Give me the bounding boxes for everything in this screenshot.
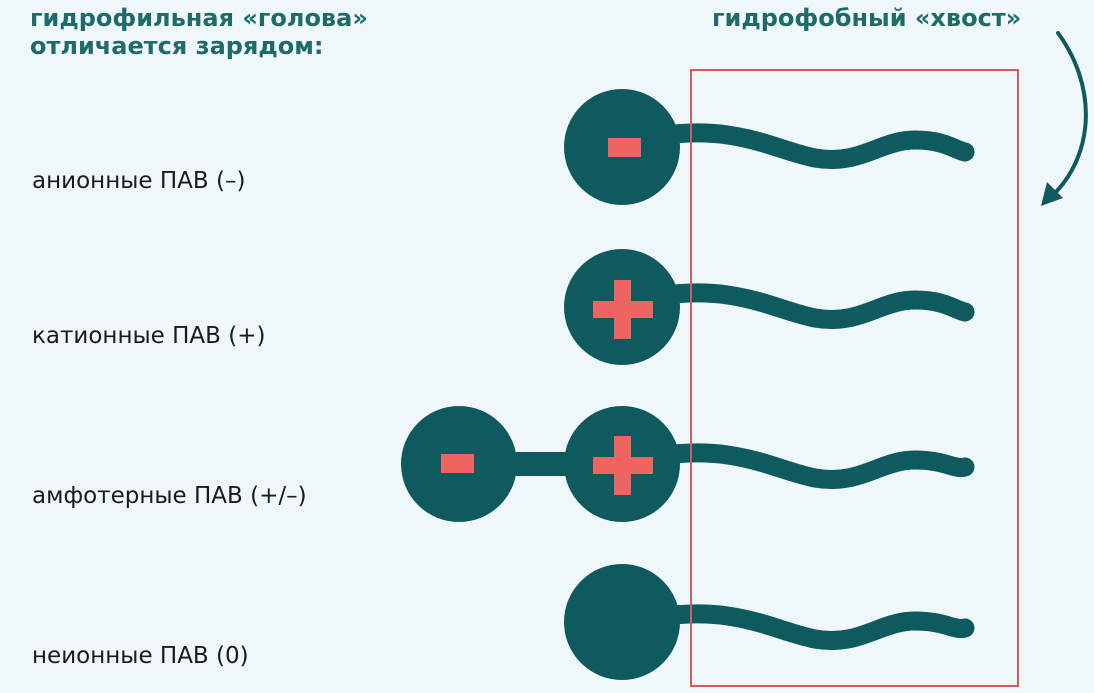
- nonionic-head: [564, 564, 680, 680]
- arrowhead-icon: [1041, 182, 1063, 206]
- hydrophobic-tail-heading: гидрофобный «хвост»: [712, 4, 1022, 32]
- amphoteric-surfactant-label: амфотерные ПАВ (+/–): [32, 483, 307, 509]
- hydrophobic-tail-frame: [690, 69, 1019, 687]
- plus-sign-icon: [593, 436, 653, 495]
- cationic-surfactant-label: катионные ПАВ (+): [32, 323, 266, 349]
- hydrophilic-head-heading: гидрофильная «голова» отличается зарядом…: [30, 4, 368, 60]
- nonionic-tail: [650, 604, 975, 650]
- curved-arrow-icon: [1054, 31, 1088, 194]
- plus-sign-icon: [593, 280, 653, 339]
- amphoteric-tail: [650, 443, 975, 489]
- minus-sign-icon: [441, 454, 474, 473]
- nonionic-surfactant-label: неионные ПАВ (0): [32, 643, 249, 669]
- cationic-tail: [650, 283, 975, 329]
- anionic-surfactant-label: анионные ПАВ (–): [32, 168, 246, 194]
- minus-sign-icon: [608, 138, 641, 157]
- anionic-tail: [650, 123, 975, 169]
